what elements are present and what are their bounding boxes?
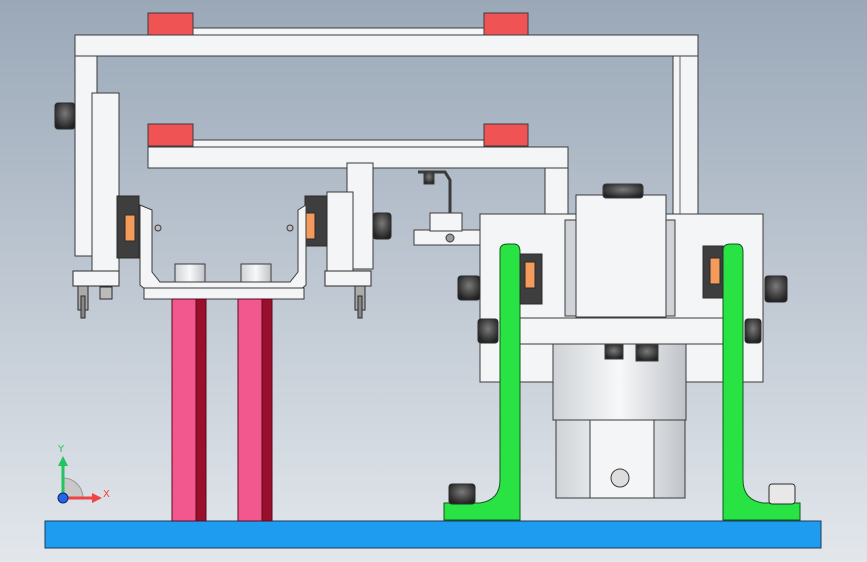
left-outer-nut — [99, 286, 113, 300]
axis-triad: Y X — [57, 444, 110, 504]
sensor-bracket — [413, 170, 495, 246]
sensor-block — [429, 212, 463, 232]
cradle-base — [143, 287, 305, 300]
right-left-roller — [524, 261, 536, 289]
green-bracket-right — [722, 243, 801, 521]
pillar-right-dark — [261, 298, 273, 522]
top-frame-left-arm — [91, 92, 120, 272]
top-clamp-pad-left — [147, 12, 194, 36]
sensor-bolt — [445, 233, 455, 243]
base-bolt-left — [448, 483, 476, 505]
green-brackets — [443, 243, 801, 521]
right-cross-plate — [514, 317, 730, 345]
cradle — [139, 204, 307, 300]
inner-clamp-bolt — [372, 212, 392, 240]
inner-left-arm — [326, 191, 354, 273]
inner-clamp-pad-right — [483, 123, 529, 147]
base-plate — [44, 520, 822, 549]
x-axis-arrow — [92, 493, 102, 503]
right-right-roller — [709, 257, 721, 285]
inner-clamp-pad-left — [147, 123, 194, 147]
pillar-right-light — [237, 298, 263, 522]
motor-connector — [610, 468, 630, 488]
left-outer-clamp-foot — [72, 270, 120, 287]
cradle-boss-left — [174, 263, 206, 283]
right-bolt-lower-left — [477, 318, 499, 344]
top-crossbar-rail — [192, 27, 485, 36]
right-motor-top-block — [575, 194, 667, 318]
right-bolt-upper-right — [764, 275, 788, 303]
pillar-left-light — [171, 298, 197, 522]
inner-crossbar-rail — [192, 139, 485, 148]
right-clamps — [448, 245, 796, 505]
left-outer-roller — [124, 214, 136, 242]
y-axis-arrow — [58, 456, 68, 466]
pillar-left-dark — [195, 298, 207, 522]
top-crossbar — [74, 34, 699, 57]
green-bracket-left — [443, 243, 521, 521]
axis-origin — [57, 492, 69, 504]
cradle-pin-right — [286, 224, 294, 232]
right-motor-cap — [602, 183, 644, 199]
inner-roller — [305, 212, 316, 240]
left-outer-screw — [80, 295, 86, 319]
top-clamp-pad-right — [483, 12, 529, 36]
base-bolt-right — [768, 483, 796, 505]
inner-clamp-foot — [324, 270, 372, 287]
x-axis-label: X — [103, 489, 110, 500]
sensor-head — [423, 171, 435, 185]
cradle-pin-left — [154, 224, 162, 232]
right-bolt-lower-right — [744, 318, 762, 344]
right-bolt-upper-left — [457, 275, 481, 301]
support-pillars — [171, 298, 273, 522]
cradle-boss-right — [240, 263, 272, 283]
left-outer-bolt — [54, 102, 76, 130]
y-axis-label: Y — [57, 444, 65, 455]
inner-clamp — [304, 195, 392, 319]
inner-clamp-screw — [357, 295, 363, 319]
gearbox-bolt-b — [635, 344, 659, 362]
left-outer-clamp — [54, 102, 140, 319]
gearbox-bolt-a — [604, 344, 624, 360]
